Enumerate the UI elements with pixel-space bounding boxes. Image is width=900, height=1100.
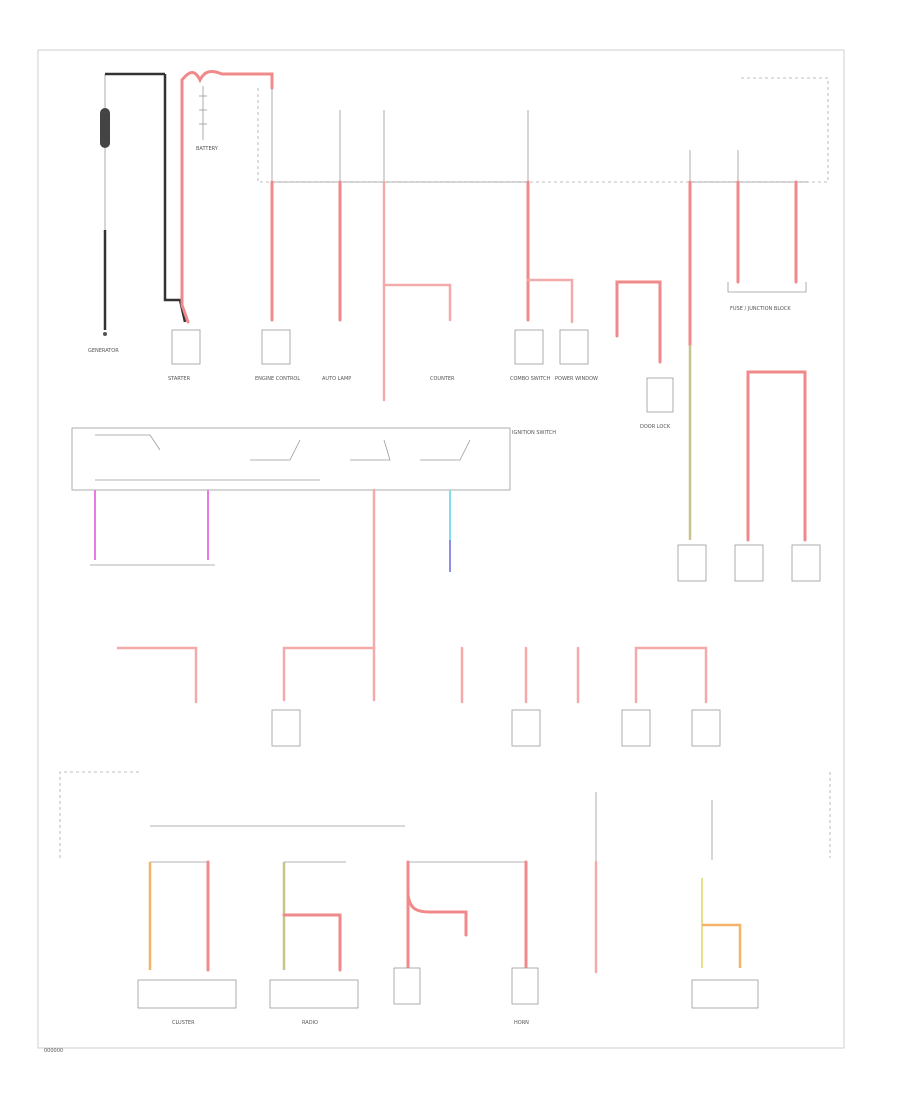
fuse-junction-label: FUSE / JUNCTION BLOCK — [730, 306, 791, 312]
power-window-label: POWER WINDOW — [555, 376, 598, 382]
right-module-1 — [677, 544, 707, 582]
auto-lamp-label: AUTO LAMP — [322, 376, 351, 382]
door-lock-box — [646, 377, 674, 413]
cluster-feed — [116, 646, 198, 704]
engine-control-module — [261, 329, 291, 365]
radio-red-branch — [282, 913, 342, 972]
horn-module — [511, 967, 539, 1005]
power-window-box — [559, 329, 589, 365]
counter-label: COUNTER — [430, 376, 455, 382]
ign-switch-contact-4 — [420, 439, 471, 461]
radio-module — [269, 979, 359, 1009]
generator-connector — [103, 332, 107, 336]
ign-switch-contact-2 — [250, 439, 301, 461]
junction-block-outline — [727, 282, 807, 293]
engine-control-label: ENGINE CONTROL — [255, 376, 300, 382]
door-lock-wire — [615, 280, 662, 364]
bottom-module-1 — [393, 967, 421, 1005]
right-module-2 — [734, 544, 764, 582]
right-orange-wire — [702, 923, 742, 968]
right-module-3 — [791, 544, 821, 582]
ign-switch-contact-1 — [95, 434, 161, 451]
starter-label: STARTER — [168, 376, 191, 382]
radio-label: RADIO — [302, 1020, 318, 1026]
starter-black-wire — [163, 74, 187, 323]
cluster-module — [137, 979, 237, 1009]
mid-module-1 — [271, 709, 301, 747]
ignition-switch-box — [71, 427, 511, 491]
generator-label: GENERATOR — [88, 348, 119, 354]
ignition-switch-label: IGNITION SWITCH — [512, 430, 556, 436]
mid-feed-4 — [634, 646, 708, 704]
bottom-red-curve — [406, 893, 468, 937]
starter-red-wire — [180, 78, 190, 324]
door-lock-label: DOOR LOCK — [640, 424, 671, 430]
cluster-label: CLUSTER — [172, 1020, 195, 1026]
diagram-frame — [37, 49, 845, 1049]
starter-box — [171, 329, 201, 365]
mid-module-4 — [691, 709, 721, 747]
ign-switch-contact-3 — [350, 439, 391, 461]
battery-label: BATTERY — [196, 146, 219, 152]
underhood-fuse-box-outline — [257, 77, 829, 183]
right-bottom-module — [691, 979, 759, 1009]
diagram-footer: 000000 — [44, 1048, 63, 1054]
horn-label: HORN — [514, 1020, 529, 1026]
fuse3-branch — [382, 283, 452, 322]
combo-switch-label: COMBO SWITCH — [510, 376, 550, 382]
fusible-link — [100, 108, 110, 148]
fuse4-branch — [526, 278, 574, 324]
battery-main-red — [180, 70, 274, 90]
mid-module-2 — [511, 709, 541, 747]
instrument-panel-fuse-box — [59, 771, 831, 858]
right-red-loop — [746, 370, 807, 542]
combo-switch-box — [514, 329, 544, 365]
mid-module-3 — [621, 709, 651, 747]
